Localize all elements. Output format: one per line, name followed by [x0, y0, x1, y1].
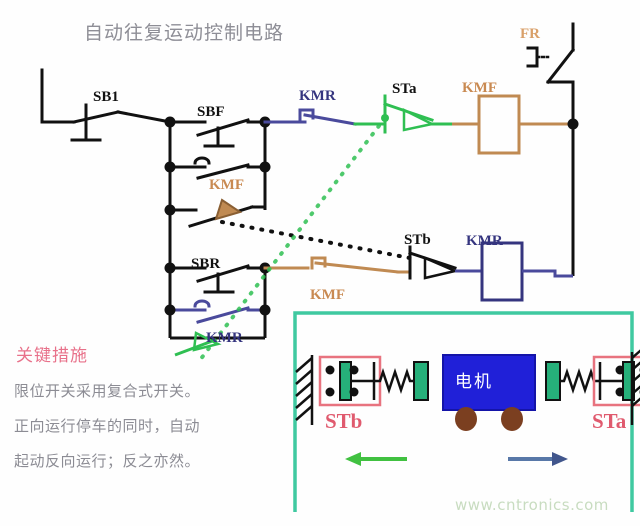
kmr-coil: [455, 241, 573, 302]
sbf-start-button[interactable]: [168, 118, 267, 148]
sta-mechanical-switch: [592, 355, 640, 407]
left-wall-hatching: [295, 355, 314, 425]
kmr-nc-contact-upper: [263, 108, 357, 126]
stb-pusher-plate: [413, 361, 429, 401]
kmf-nc-interlock-upper: [168, 198, 267, 228]
arrow-right-icon: [508, 452, 568, 466]
motor-block: [442, 354, 536, 431]
stb-spring: [374, 368, 414, 394]
stb-arrow-head: [423, 256, 459, 280]
sta-limit-switch: [353, 94, 454, 134]
kmf-coil: [452, 94, 573, 155]
kmf-sealin-contact: [168, 156, 267, 180]
kmr-sealin-contact: [168, 299, 267, 324]
fr-thermal-relay: [526, 22, 576, 126]
mechanical-link-dotted-green: [174, 116, 387, 362]
right-rail-junction-dot: [567, 118, 579, 130]
sta-pusher-plate: [545, 361, 561, 401]
arrow-left-icon: [345, 452, 407, 466]
stb-mechanical-switch: [318, 355, 382, 407]
sb1-stop-button[interactable]: [70, 103, 172, 142]
supply-left-rail: [40, 68, 76, 124]
kmf-nc-contact-lower: [263, 256, 412, 274]
mechanical-link-dotted-black: [220, 220, 412, 260]
sbr-start-button[interactable]: [168, 264, 267, 294]
right-wall-hatching: [630, 349, 640, 425]
